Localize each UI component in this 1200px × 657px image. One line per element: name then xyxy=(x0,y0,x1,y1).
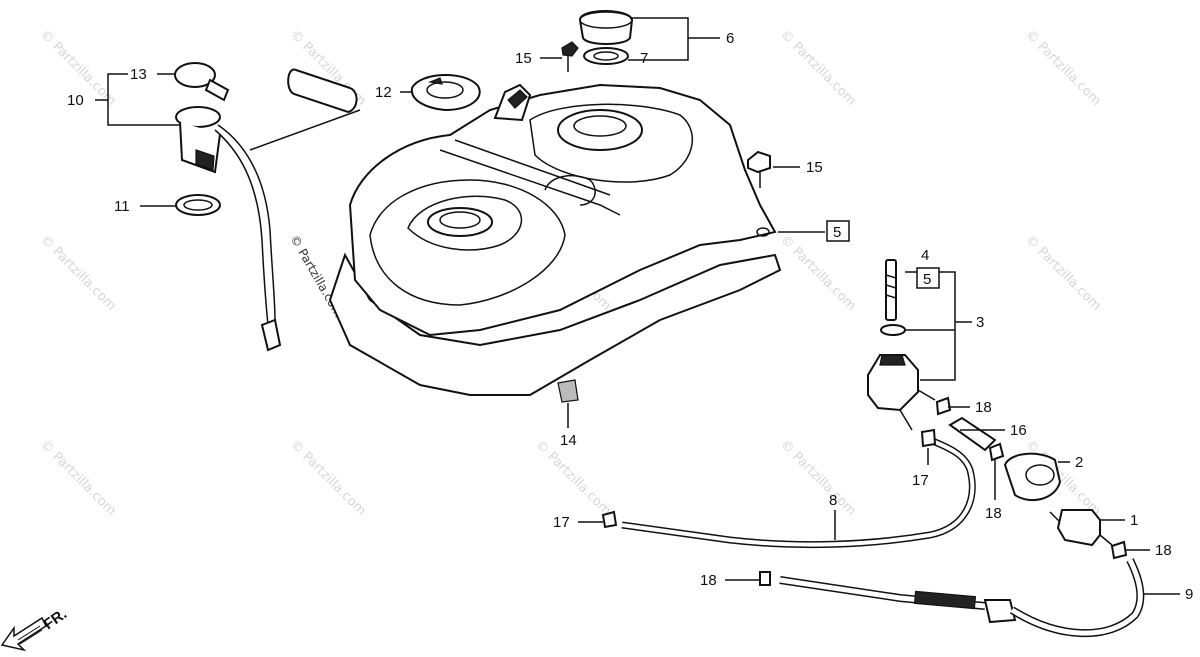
callout-labels: 13 10 11 12 15 6 7 15 5 4 5 3 18 16 2 17… xyxy=(67,30,1193,603)
gauge-lock-ring xyxy=(410,74,481,112)
cap-gasket-inner xyxy=(593,51,619,61)
front-arrow-icon xyxy=(0,616,47,652)
fuel-tank xyxy=(328,83,782,396)
fuel-level-sender xyxy=(175,106,282,352)
fuel-hose-long-inner xyxy=(621,438,975,547)
callout-17-right: 17 xyxy=(912,472,929,489)
watermark: © Partzilla.com xyxy=(1022,232,1104,314)
callout-6: 6 xyxy=(726,30,734,47)
callout-box-5b xyxy=(916,267,940,289)
callout-16: 16 xyxy=(1010,422,1027,439)
callout-2: 2 xyxy=(1075,454,1083,471)
cap-gasket xyxy=(583,47,629,65)
callout-18-b: 18 xyxy=(985,505,1002,522)
callout-18-c: 18 xyxy=(1155,542,1172,559)
callout-13: 13 xyxy=(130,66,147,83)
callout-box-5 xyxy=(826,220,850,242)
callout-15-upper: 15 xyxy=(515,50,532,67)
bolt-upper xyxy=(561,41,579,72)
fuel-hose-lower-right-inner xyxy=(1010,558,1143,636)
callout-8: 8 xyxy=(829,492,837,509)
callout-18-a: 18 xyxy=(975,399,992,416)
callout-14: 14 xyxy=(560,432,577,449)
callout-7: 7 xyxy=(640,50,648,67)
callout-18-d: 18 xyxy=(700,572,717,589)
watermark: © Partzilla.com xyxy=(1022,27,1104,109)
sender-gasket-inner xyxy=(183,199,213,211)
watermark: © Partzilla.com xyxy=(37,437,119,519)
callout-17-left: 17 xyxy=(553,514,570,531)
watermark: © Partzilla.com xyxy=(37,232,119,314)
callout-3: 3 xyxy=(976,314,984,331)
gauge-cover xyxy=(174,62,230,102)
fuel-filter-cup xyxy=(1003,452,1062,502)
sender-gasket xyxy=(175,194,221,216)
hose-sleeve xyxy=(913,590,977,610)
bolt-right xyxy=(747,150,771,188)
callout-5-cock: 5 xyxy=(923,271,931,288)
watermark: © Partzilla.com xyxy=(777,27,859,109)
leader-lines xyxy=(95,17,1180,595)
watermark: © Partzilla.com xyxy=(287,437,369,519)
fuel-cock-assembly xyxy=(867,259,936,431)
callout-5-tank: 5 xyxy=(833,224,841,241)
callout-11: 11 xyxy=(114,198,130,215)
watermark: © Partzilla.com xyxy=(777,437,859,519)
watermark: © Partzilla.com xyxy=(777,232,859,314)
callout-12: 12 xyxy=(375,84,392,101)
callout-9: 9 xyxy=(1185,586,1193,603)
fuel-cap xyxy=(578,10,634,45)
callout-1: 1 xyxy=(1130,512,1138,529)
front-label: FR. xyxy=(41,605,71,633)
watermark: © Partzilla.com xyxy=(532,437,614,519)
short-fuel-hose xyxy=(948,416,997,452)
callout-4: 4 xyxy=(921,247,929,264)
gauge-float xyxy=(249,68,361,151)
callout-10: 10 xyxy=(67,92,84,109)
hose-clips xyxy=(601,396,1128,586)
callout-15-right: 15 xyxy=(806,159,823,176)
front-direction-arrow: FR. xyxy=(0,605,71,652)
hose-connector xyxy=(983,599,1017,624)
fuel-filter xyxy=(1049,509,1113,547)
caution-label xyxy=(557,379,579,403)
